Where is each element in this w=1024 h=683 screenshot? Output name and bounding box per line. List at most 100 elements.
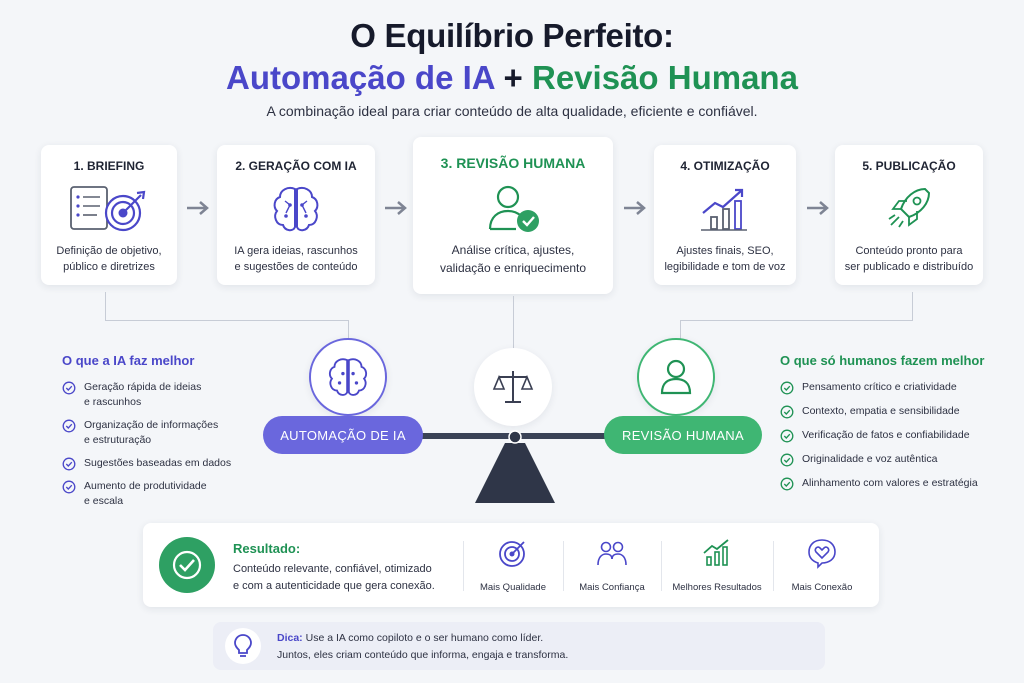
check-circle-icon xyxy=(62,480,76,494)
check-circle-icon xyxy=(780,405,794,419)
ai-brain-circle xyxy=(309,338,387,416)
connector-line xyxy=(513,296,514,352)
ai-strengths-list: O que a IA faz melhor Geração rápida de … xyxy=(62,353,262,517)
connector-line xyxy=(105,320,349,321)
result-text-line: e com a autenticidade que gera conexão. xyxy=(233,580,435,592)
step-title: 4. OTIMIZAÇÃO xyxy=(680,159,770,173)
check-circle-icon xyxy=(62,457,76,471)
tip-label: Dica: xyxy=(277,632,303,644)
result-text-line: Conteúdo relevante, confiável, otimizado xyxy=(233,563,432,575)
human-list-heading: O que só humanos fazem melhor xyxy=(780,353,985,368)
tip-panel: Dica: Use a IA como copiloto e o ser hum… xyxy=(213,622,825,670)
connector-line xyxy=(105,292,106,320)
list-item: Organização de informações e estruturação xyxy=(62,418,262,448)
list-item: Pensamento crítico e criatividade xyxy=(780,380,1010,395)
step-desc-line: IA gera ideias, rascunhos xyxy=(234,245,358,257)
connector-line xyxy=(680,320,913,321)
growth-chart-icon xyxy=(701,188,747,231)
page-title-line2: Automação de IA + Revisão Humana xyxy=(0,58,1024,98)
step-human-review: 3. REVISÃO HUMANA Análise crítica, ajust… xyxy=(413,137,613,294)
heart-chat-icon xyxy=(808,539,836,569)
divider xyxy=(563,541,564,591)
list-item-text: Sugestões baseadas em dados xyxy=(84,457,232,469)
step-desc-line: Ajustes finais, SEO, xyxy=(676,245,774,257)
benefit-label: Mais Qualidade xyxy=(479,582,546,593)
list-item: Aumento de produtividade e escala xyxy=(62,479,262,509)
page-title: O Equilíbrio Perfeito: xyxy=(350,17,674,54)
result-text: Conteúdo relevante, confiável, otimizado… xyxy=(233,561,453,595)
list-item-text: Verificação de fatos e confiabilidade xyxy=(802,429,970,441)
benefit-label: Melhores Resultados xyxy=(672,582,762,593)
human-review-label: REVISÃO HUMANA xyxy=(604,416,762,454)
benefit-trust: Mais Confiança xyxy=(563,537,661,593)
step-optimization: 4. OTIMIZAÇÃO Ajustes finais, SEO, legib… xyxy=(654,145,796,285)
result-badge xyxy=(159,537,215,593)
benefit-quality: Mais Qualidade xyxy=(464,537,562,593)
user-check-icon xyxy=(488,185,539,232)
page-subtitle: A combinação ideal para criar conteúdo d… xyxy=(266,103,758,119)
list-item-text: Alinhamento com valores e estratégia xyxy=(802,477,978,489)
result-panel: Resultado: Conteúdo relevante, confiável… xyxy=(143,523,879,607)
list-item-text: Originalidade e voz autêntica xyxy=(802,453,938,465)
step-desc-line: Análise crítica, ajustes, xyxy=(451,243,575,257)
people-icon xyxy=(597,541,627,566)
step-desc-line: e sugestões de conteúdo xyxy=(234,261,358,273)
title-ai: Automação de IA xyxy=(226,59,495,96)
brain-icon xyxy=(273,187,319,232)
list-item: Verificação de fatos e confiabilidade xyxy=(780,428,1010,443)
step-generation: 2. GERAÇÃO COM IA IA gera ideias, rascun… xyxy=(217,145,375,285)
arrow-right-icon xyxy=(624,201,646,215)
benefit-results: Melhores Resultados xyxy=(661,537,773,593)
target-checklist-icon xyxy=(70,186,146,232)
list-item-text: Aumento de produtividade xyxy=(84,480,207,492)
step-desc: Conteúdo pronto para ser publicado e dis… xyxy=(835,243,983,275)
check-circle-icon xyxy=(62,419,76,433)
arrow-right-icon xyxy=(187,201,209,215)
step-briefing: 1. BRIEFING Definição de objetivo, públi… xyxy=(41,145,177,285)
arrow-right-icon xyxy=(807,201,829,215)
tip-line-1: Dica: Use a IA como copiloto e o ser hum… xyxy=(277,632,543,644)
step-title: 1. BRIEFING xyxy=(73,159,145,173)
benefit-label: Mais Confiança xyxy=(579,582,645,593)
step-title: 3. REVISÃO HUMANA xyxy=(440,155,586,171)
lightbulb-icon xyxy=(234,634,252,657)
list-item: Contexto, empatia e sensibilidade xyxy=(780,404,1010,419)
step-desc-line: legibilidade e tom de voz xyxy=(664,261,786,273)
list-item: Alinhamento com valores e estratégia xyxy=(780,476,1010,491)
list-item-text: e escala xyxy=(84,495,124,507)
step-desc: Análise crítica, ajustes, validação e en… xyxy=(413,241,613,277)
connector-line xyxy=(348,320,349,342)
check-circle-icon xyxy=(780,381,794,395)
lightbulb-icon-wrapper xyxy=(225,628,261,664)
divider xyxy=(463,541,464,591)
step-desc-line: ser publicado e distribuído xyxy=(844,261,974,273)
human-user-circle xyxy=(637,338,715,416)
benefit-connection: Mais Conexão xyxy=(773,537,871,593)
step-title: 2. GERAÇÃO COM IA xyxy=(235,159,357,173)
list-item-text: Contexto, empatia e sensibilidade xyxy=(802,405,960,417)
title-plus: + xyxy=(503,59,523,96)
connector-line xyxy=(912,292,913,320)
tip-text: Use a IA como copiloto e o ser humano co… xyxy=(305,632,544,644)
check-circle-icon xyxy=(172,550,202,580)
divider xyxy=(773,541,774,591)
step-desc-line: validação e enriquecimento xyxy=(439,261,587,275)
divider xyxy=(661,541,662,591)
step-desc: Definição de objetivo, público e diretri… xyxy=(41,243,177,275)
step-desc-line: público e diretrizes xyxy=(63,261,155,273)
ai-list-heading: O que a IA faz melhor xyxy=(62,353,195,368)
rocket-icon xyxy=(888,187,931,228)
benefit-label: Mais Conexão xyxy=(791,582,853,593)
check-circle-icon xyxy=(780,429,794,443)
chart-icon xyxy=(703,539,729,566)
ai-automation-label: AUTOMAÇÃO DE IA xyxy=(263,416,423,454)
list-item-text: Organização de informações xyxy=(84,419,219,431)
brain-icon xyxy=(328,358,368,396)
list-item: Sugestões baseadas em dados xyxy=(62,456,262,471)
step-title: 5. PUBLICAÇÃO xyxy=(862,159,956,173)
scale-icon xyxy=(492,371,534,403)
list-item-text: e estruturação xyxy=(84,434,152,446)
result-heading: Resultado: xyxy=(233,541,301,556)
balance-scale xyxy=(405,430,625,503)
